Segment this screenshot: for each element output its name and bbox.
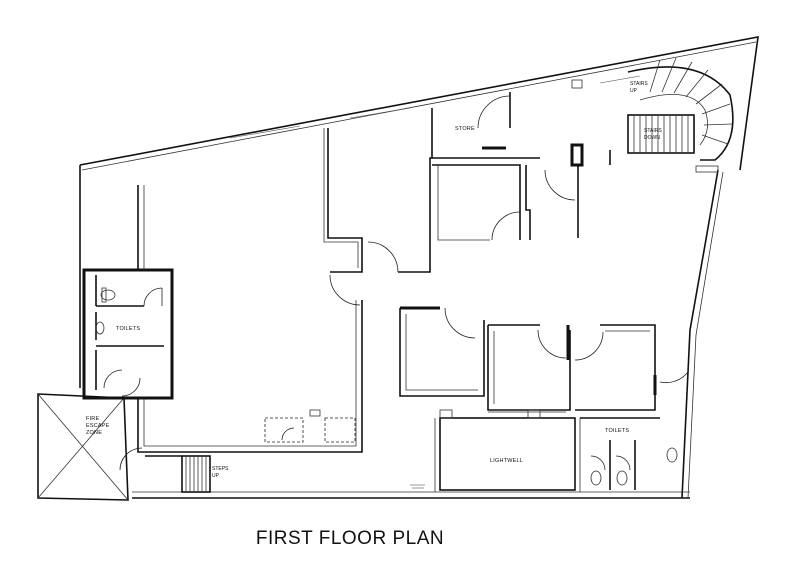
outer-perimeter — [79, 36, 759, 499]
stairs-up-label-line1: STAIRS — [630, 81, 648, 87]
fire-escape-label-line2: ESCAPE — [86, 423, 110, 429]
fire-escape-label-line3: ZONE — [86, 430, 102, 436]
main-left-room — [137, 128, 399, 453]
toilets-left-label: TOILETS — [116, 326, 140, 332]
stairs-up-label-line2: UP — [630, 88, 638, 94]
store-label: STORE — [455, 126, 475, 132]
lightwell-and-toilets — [410, 409, 678, 492]
fire-escape-label-line1: FIRE — [86, 416, 99, 422]
plan-title: FIRST FLOOR PLAN — [255, 528, 445, 549]
steps-up-stair — [119, 447, 211, 493]
middle-rooms — [398, 79, 584, 273]
stairs-down-label-line2: DOWN — [644, 135, 660, 141]
stairs-down-label-line1: STAIRS — [644, 128, 662, 134]
steps-up-label-line1: STEPS — [212, 466, 229, 472]
lightwell-label: LIGHTWELL — [490, 458, 523, 464]
lower-right-rooms — [399, 306, 689, 411]
toilets-right-label: TOILETS — [605, 428, 629, 434]
steps-up-label-line2: UP — [212, 473, 220, 479]
fire-escape-zone — [37, 393, 129, 501]
left-toilets-block — [82, 268, 174, 400]
corner-stair — [609, 57, 734, 165]
